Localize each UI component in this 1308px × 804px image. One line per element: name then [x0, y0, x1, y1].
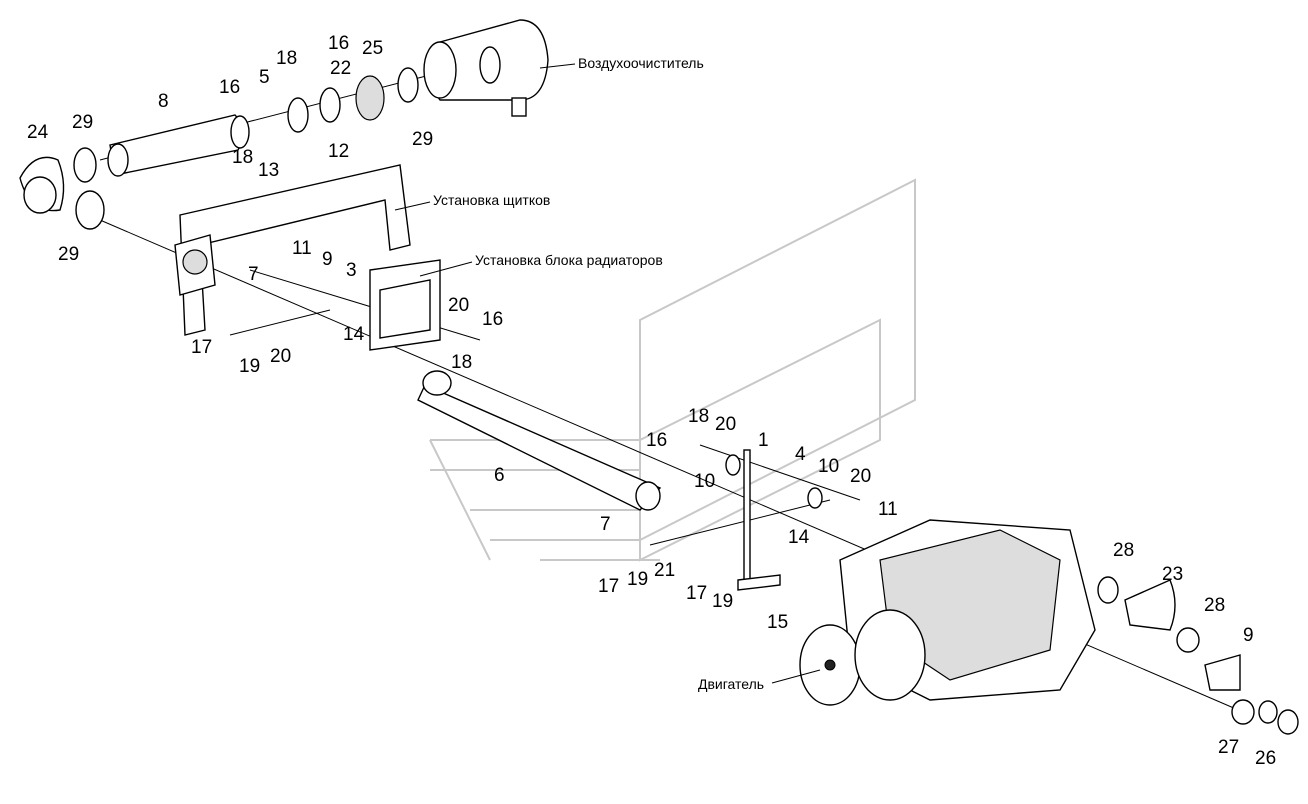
- callout-20b: 20: [270, 346, 291, 367]
- callout-14: 14: [343, 324, 365, 345]
- callout-27: 27: [1218, 737, 1239, 758]
- callout-18c: 18: [451, 352, 472, 373]
- callout-14b: 14: [788, 527, 810, 548]
- label-engine: Двигатель: [698, 676, 764, 692]
- callouts: 16 18 25 22 5 16 8 29 24 12 18 13 29 29 …: [27, 33, 1276, 769]
- callout-28b: 28: [1204, 595, 1225, 616]
- callout-26: 26: [1255, 748, 1276, 769]
- shields-panel: [174, 164, 411, 336]
- callout-25: 25: [362, 38, 383, 59]
- callout-9: 9: [322, 249, 333, 270]
- callout-20d: 20: [850, 466, 871, 487]
- label-shields: Установка щитков: [433, 192, 550, 208]
- clamps-top: [19, 67, 419, 230]
- callout-13: 13: [258, 160, 279, 181]
- callout-17b: 17: [598, 576, 619, 597]
- callout-6: 6: [494, 465, 505, 486]
- callout-4: 4: [795, 444, 806, 465]
- callout-15: 15: [767, 612, 788, 633]
- callout-7b: 7: [600, 514, 611, 535]
- callout-17: 17: [191, 337, 212, 358]
- callout-18b: 18: [232, 147, 253, 168]
- callout-16b: 16: [219, 77, 240, 98]
- callout-8: 8: [158, 91, 169, 112]
- bracket-1: [725, 449, 823, 591]
- callout-22: 22: [330, 58, 351, 79]
- callout-20: 20: [448, 295, 469, 316]
- callout-3: 3: [346, 260, 357, 281]
- intake-pipe-8: [107, 114, 250, 177]
- callout-16c: 16: [482, 309, 503, 330]
- callout-5: 5: [259, 67, 270, 88]
- callout-17c: 17: [686, 583, 707, 604]
- callout-29c: 29: [58, 244, 79, 265]
- engine: [799, 519, 1096, 706]
- callout-7: 7: [248, 264, 259, 285]
- callout-29b: 29: [412, 129, 433, 150]
- callout-20c: 20: [715, 414, 736, 435]
- callout-18d: 18: [688, 406, 709, 427]
- callout-10b: 10: [694, 471, 715, 492]
- callout-16: 16: [328, 33, 349, 54]
- air-cleaner: [423, 19, 549, 117]
- watermark: [429, 178, 916, 562]
- callout-23: 23: [1162, 564, 1183, 585]
- label-radiator-block: Установка блока радиаторов: [475, 252, 663, 268]
- callout-18: 18: [276, 48, 297, 69]
- right-parts: [1097, 576, 1299, 735]
- callout-10: 10: [818, 456, 839, 477]
- callout-16d: 16: [646, 430, 667, 451]
- callout-28: 28: [1113, 540, 1134, 561]
- callout-9b: 9: [1243, 625, 1254, 646]
- callout-11: 11: [292, 238, 312, 259]
- callout-1: 1: [758, 430, 769, 451]
- label-air-cleaner: Воздухоочиститель: [578, 55, 704, 71]
- radiator-bracket: [369, 259, 441, 351]
- callout-19b: 19: [627, 569, 648, 590]
- label-leaders: [394, 63, 821, 684]
- callout-19c: 19: [712, 591, 733, 612]
- callout-21: 21: [654, 560, 675, 581]
- callout-12: 12: [328, 141, 349, 162]
- callout-24: 24: [27, 122, 49, 143]
- callout-19: 19: [239, 356, 260, 377]
- callout-11b: 11: [878, 499, 898, 520]
- callout-29: 29: [72, 112, 93, 133]
- pipe-6: [417, 370, 662, 511]
